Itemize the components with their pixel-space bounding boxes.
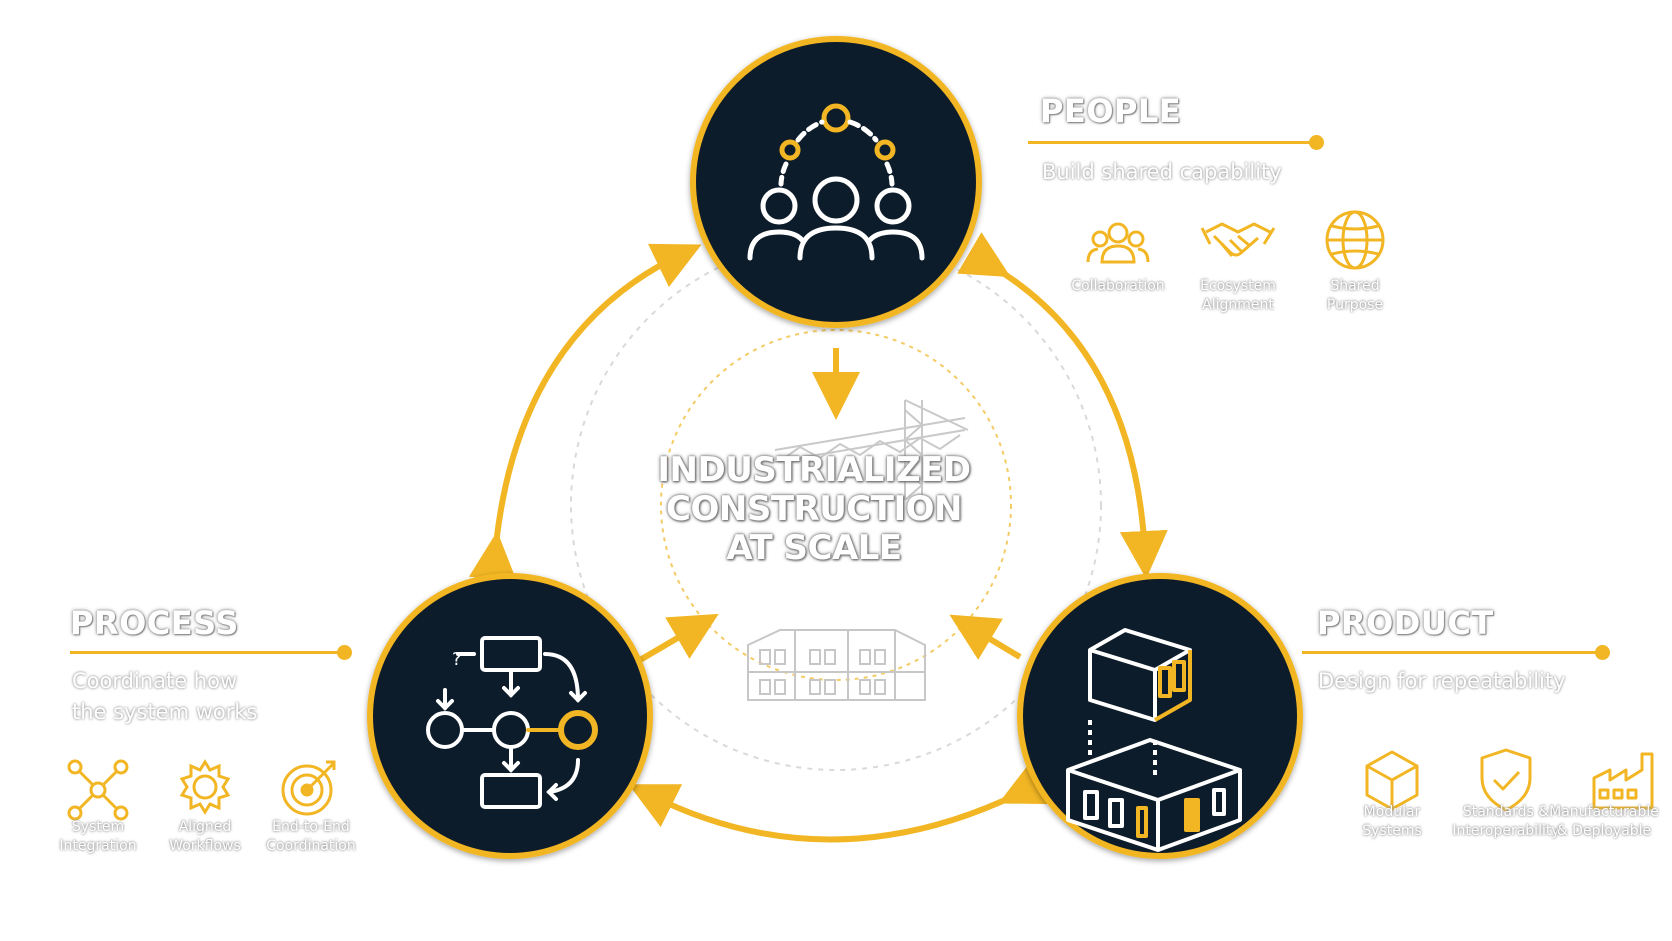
center-title-line2: CONSTRUCTION xyxy=(666,489,962,529)
people-item-1-label: Collaboration xyxy=(1071,278,1165,294)
group-icon xyxy=(1086,222,1150,264)
product-subtitle: Design for repeatability xyxy=(1318,669,1566,693)
shield-check-icon xyxy=(1480,748,1532,812)
target-icon xyxy=(281,760,336,816)
process-rule xyxy=(70,645,352,660)
center-title-line3: AT SCALE xyxy=(726,528,902,568)
arrow-process-center xyxy=(638,613,719,663)
product-item-3-label: Manufacturable& Deployable xyxy=(1549,804,1659,839)
center-title: INDUSTRIALIZED CONSTRUCTION AT SCALE xyxy=(640,451,988,568)
arrow-product-process xyxy=(628,760,1053,843)
product-item-2-label: Standards &Interoperability xyxy=(1452,804,1560,839)
product-title: PRODUCT xyxy=(1317,604,1494,642)
people-icon xyxy=(747,103,925,261)
arrow-product-center xyxy=(949,614,1022,660)
people-rule xyxy=(1028,135,1324,150)
people-node xyxy=(690,36,982,328)
people-subtitle: Build shared capability xyxy=(1042,160,1282,184)
product-rule xyxy=(1302,645,1610,660)
process-node xyxy=(367,573,653,859)
handshake-icon xyxy=(1200,222,1276,257)
cube-icon xyxy=(1365,750,1419,811)
arrow-people-product xyxy=(957,232,1168,579)
process-title: PROCESS xyxy=(70,604,239,642)
people-title: PEOPLE xyxy=(1040,92,1182,130)
factory-icon xyxy=(1592,752,1654,810)
building-illustration xyxy=(747,629,926,701)
flowchart-icon xyxy=(426,636,598,809)
globe-icon xyxy=(1325,210,1385,270)
modular-units-icon xyxy=(1066,628,1242,852)
arrow-process-people xyxy=(468,243,702,582)
crane-illustration xyxy=(774,399,969,501)
center-title-line1: INDUSTRIALIZED xyxy=(657,450,971,490)
question-mark-icon: ? xyxy=(452,649,462,670)
network-icon xyxy=(67,759,129,821)
gear-icon xyxy=(179,759,231,815)
